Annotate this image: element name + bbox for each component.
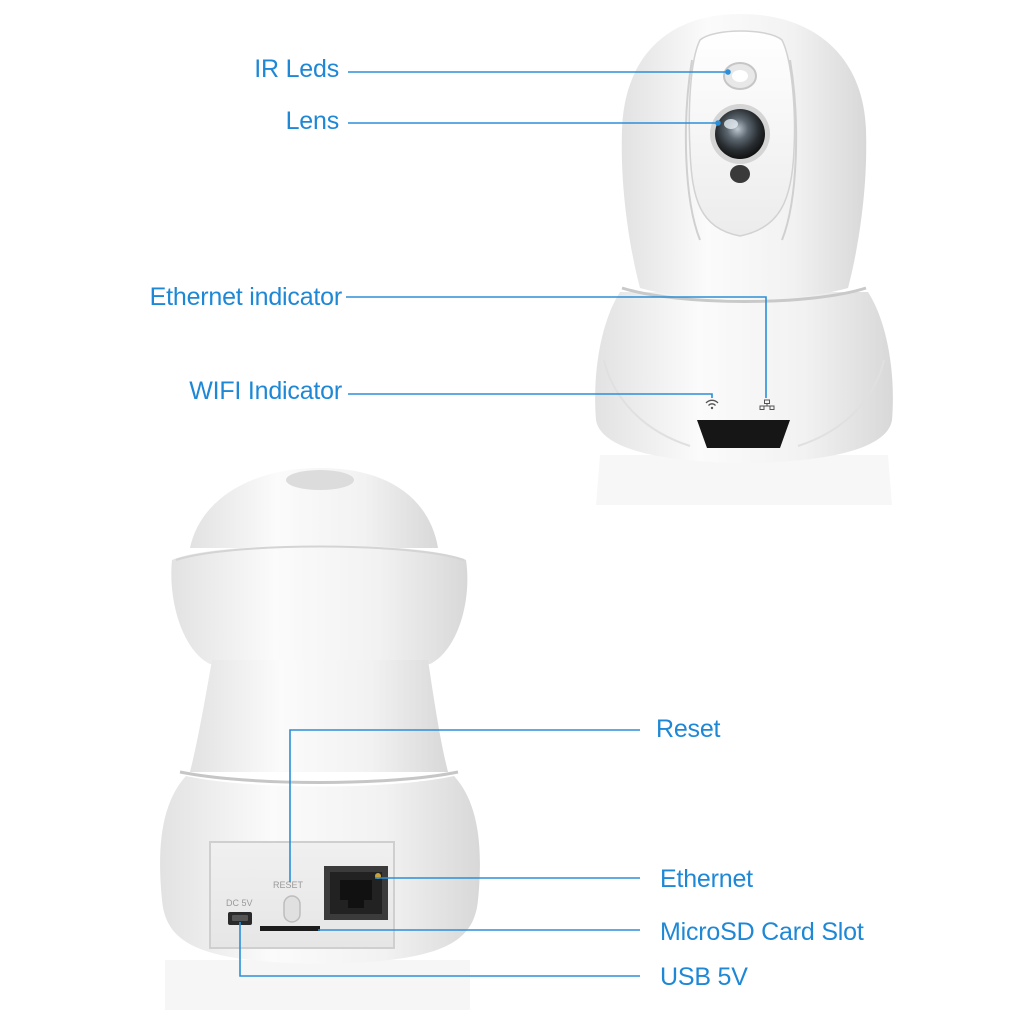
reset-button[interactable] — [283, 895, 301, 923]
label-reset: Reset — [656, 715, 721, 743]
label-wifi-indicator: WIFI Indicator — [189, 377, 342, 405]
camera-rear-dome — [190, 468, 438, 548]
camera-rear-reflection — [165, 960, 470, 1010]
camera-front-seam — [621, 286, 867, 303]
camera-front-base — [595, 292, 893, 463]
camera-front — [595, 14, 893, 505]
indicator-panel — [697, 420, 790, 448]
dc-label: DC 5V — [226, 898, 253, 908]
light-sensor — [730, 165, 750, 183]
leader-usb — [239, 922, 640, 977]
leader-ethernet-indicator — [346, 296, 767, 398]
microsd-slot — [260, 926, 320, 931]
camera-rear-head — [171, 545, 468, 664]
camera-rear-neck — [190, 660, 448, 772]
leader-wifi-indicator — [348, 393, 713, 398]
wifi-icon — [705, 399, 719, 410]
network-icon — [759, 399, 775, 410]
label-microsd-slot: MicroSD Card Slot — [660, 918, 864, 946]
label-lens: Lens — [285, 107, 340, 135]
camera-rear: DC 5V RESET — [160, 468, 480, 1010]
camera-front-reflection — [596, 455, 892, 505]
callout-lines — [239, 69, 767, 977]
camera-rear-seam — [179, 770, 459, 784]
reset-mark: RESET — [273, 880, 304, 890]
label-usb: USB 5V — [660, 963, 748, 991]
label-ir-leds: IR Leds — [254, 55, 339, 83]
leader-reset — [289, 729, 640, 882]
label-ethernet: Ethernet — [660, 865, 753, 893]
label-ethernet-indicator: Ethernet indicator — [149, 283, 343, 311]
